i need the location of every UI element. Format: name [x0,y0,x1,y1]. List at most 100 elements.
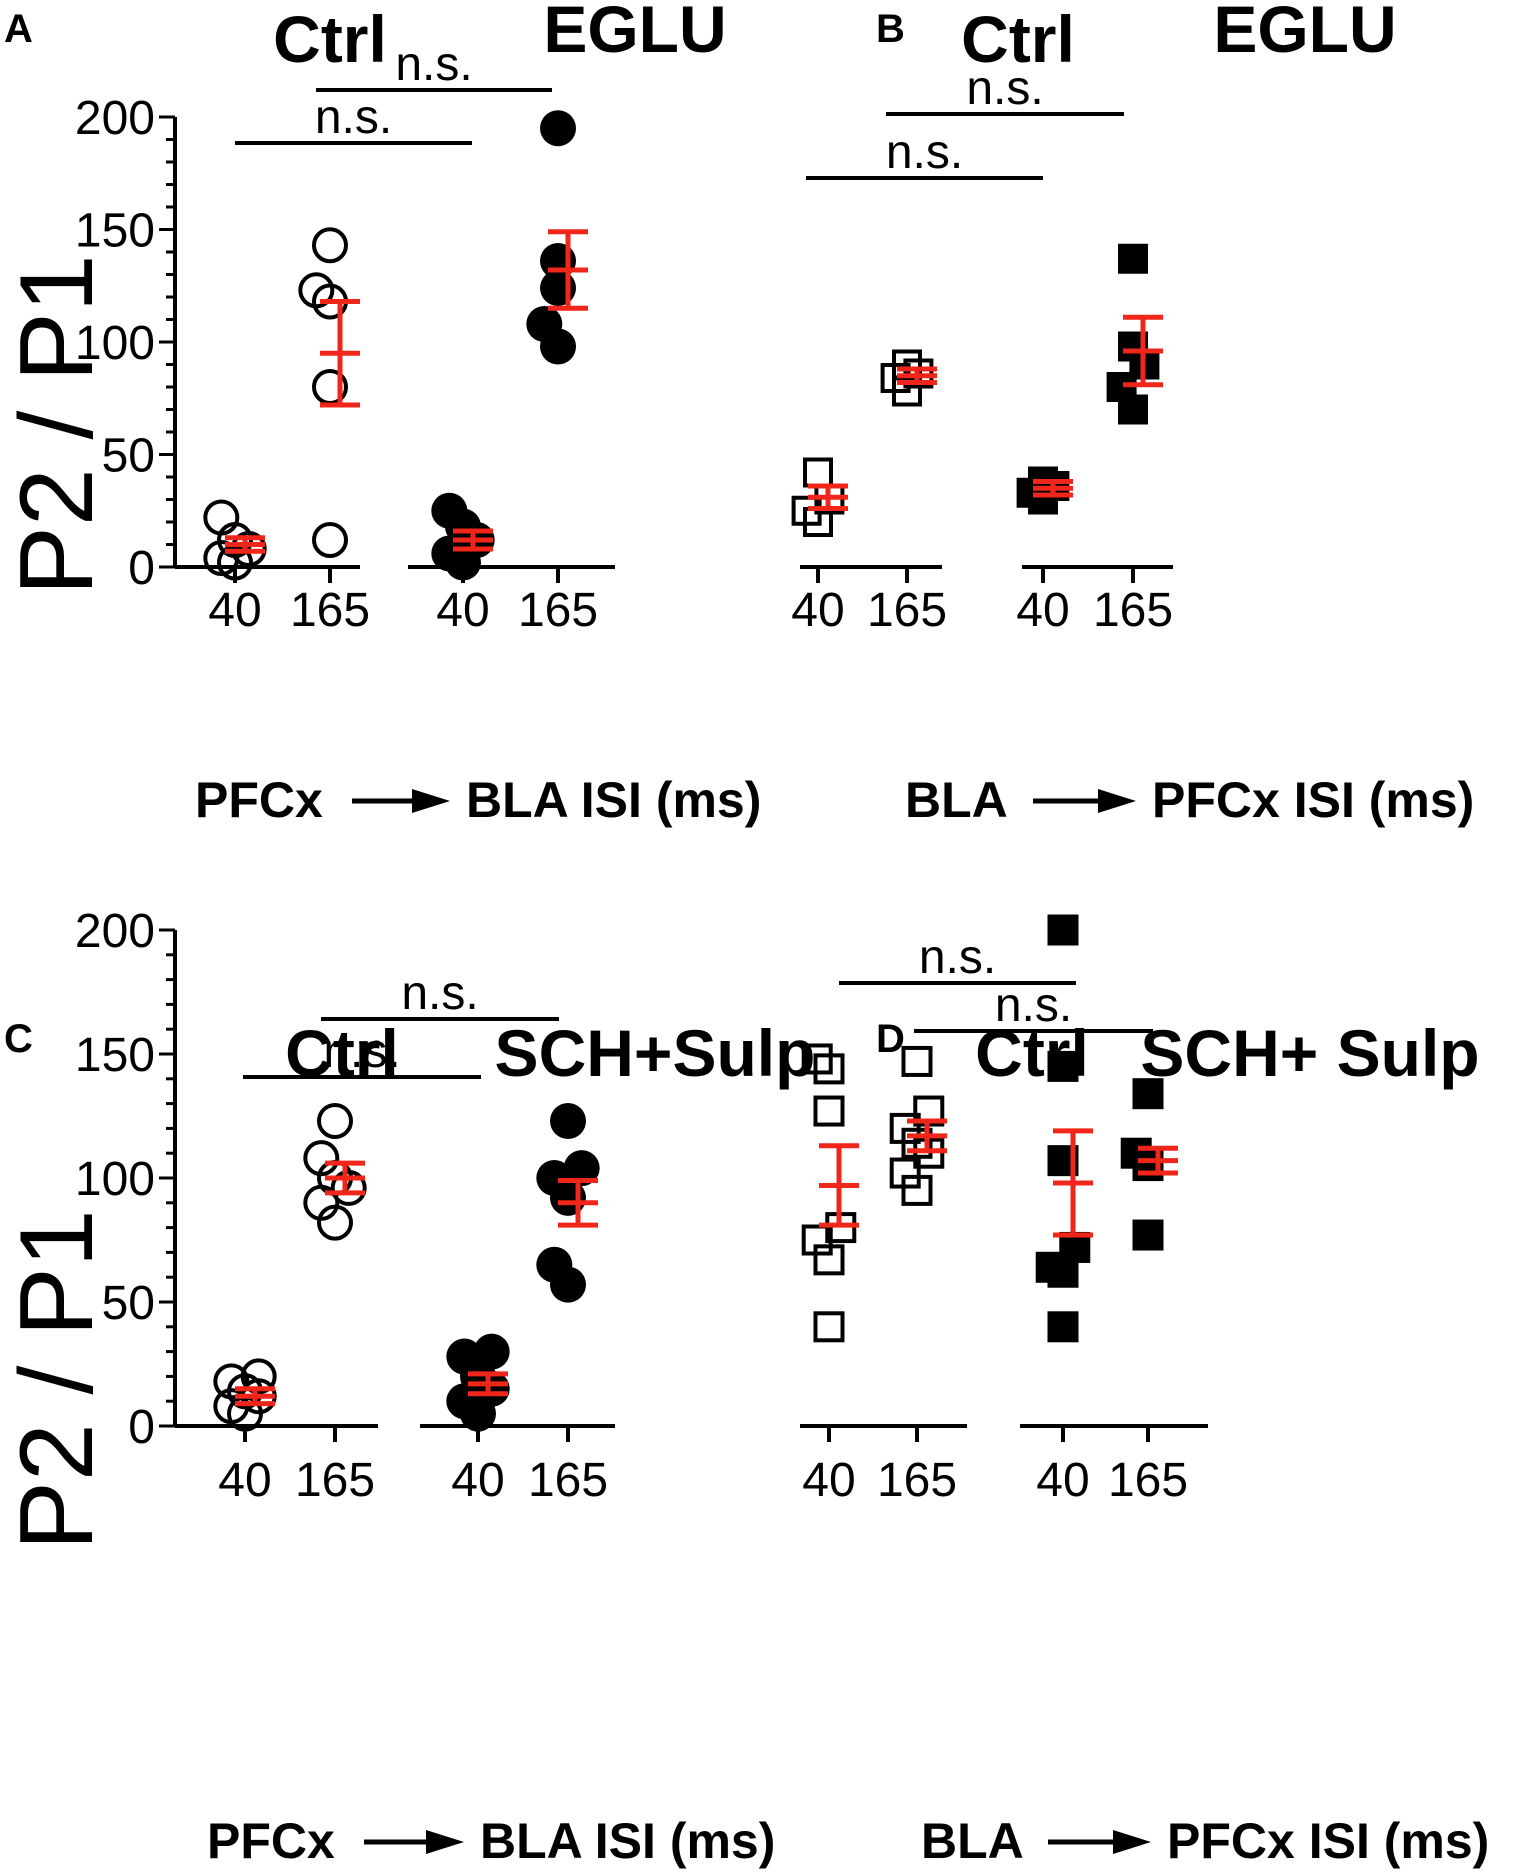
panel-c-y-label: P2 / P1 [0,1209,115,1550]
panel-a-x-tick-label: 40 [436,584,489,637]
panel-a-x-tick-label: 40 [208,584,261,637]
panel-c-data-point [536,1246,573,1283]
panel-c-arrow [364,1830,464,1854]
panel-b-x-tick-label: 40 [1016,584,1069,637]
panel-a-data-point [540,243,576,279]
panel-a-x-title-left: PFCx [195,772,323,828]
panel-d-data-point [1047,914,1079,946]
panel-c-x-tick-label: 40 [451,1454,504,1507]
panel-c-title-sch-sulp: SCH+Sulp [495,1016,816,1090]
panel-c-x-tick-label: 40 [218,1454,271,1507]
panel-b-significance-label: n.s. [886,126,963,179]
panel-a-significance-label: n.s. [395,38,472,91]
panel-a-y-tick-label: 50 [102,430,155,483]
panel-d-data-point [889,1157,921,1189]
panel-d-data-point [1047,1050,1079,1082]
panel-a-x-title-right: BLA ISI (ms) [466,772,761,828]
panel-c-significance-label: n.s. [323,1025,400,1078]
panel-c-data-point [317,1102,353,1139]
panel-letter-d: D [876,1017,905,1061]
panel-a-y-tick-label: 0 [128,542,155,595]
panel-letter-b: B [876,7,905,51]
panel-c-data-point [240,1358,277,1395]
panel-a-data-point [298,272,335,309]
panel-d-x-tick-label: 165 [1108,1454,1188,1507]
panel-a-data-point [526,306,563,342]
panel-d-arrow [1048,1830,1151,1854]
panel-c-data-point [446,1338,483,1375]
panel-d-x-title-left: BLA [921,1813,1024,1869]
panel-b-title-eglu: EGLU [1213,0,1396,66]
panel-b-x-title-left: BLA [905,772,1008,828]
panel-a: A Ctrl EGLU P2 / P1 0 50 100 150 200 40 165 40 1… [0,0,761,828]
panel-d-x-tick-label: 165 [877,1454,957,1507]
panel-a-y-label: P2 / P1 [0,254,115,595]
panel-a-plot: 0 50 100 150 200 40 165 40 165 n.s.n.s. [75,38,615,637]
panel-d-x-tick-label: 40 [1036,1454,1089,1507]
panel-a-data-point [431,492,468,529]
panel-c-data-point [473,1333,510,1370]
panel-d-data-point [1132,1078,1164,1110]
panel-a-data-point [431,535,468,572]
panel-c-data-point [550,1102,586,1139]
panel-c-significance-label: n.s. [401,967,478,1020]
panel-c-data-point [303,1140,340,1177]
panel-c-x-tick-label: 165 [295,1454,375,1507]
panel-c-x-tick-label: 165 [528,1454,608,1507]
panel-c-y-tick-label: 200 [75,905,155,958]
panel-b-title-ctrl: Ctrl [961,2,1075,76]
panel-c-data-point [563,1150,600,1187]
panel-a-title-eglu: EGLU [543,0,726,66]
panel-d-plot: 40 165 40 165 n.s.n.s. [800,914,1208,1507]
panel-d-significance-label: n.s. [995,979,1072,1032]
panel-d-title-sch-sulp: SCH+ Sulp [1140,1016,1479,1090]
panel-a-y-tick-label: 100 [75,317,155,370]
panel-b-x-title-right: PFCx ISI (ms) [1152,772,1474,828]
panel-a-x-tick-label: 165 [290,584,370,637]
panel-d-x-tick-label: 40 [802,1454,855,1507]
panel-b-significance-label: n.s. [966,62,1043,115]
panel-d-data-point [889,1112,921,1144]
panel-letter-c: C [4,1017,33,1061]
panel-c-y-tick-label: 100 [75,1153,155,1206]
panel-b-data-point [1118,243,1148,274]
panel-a-data-point [540,110,576,147]
panel-a-title-ctrl: Ctrl [273,2,387,76]
panel-b-data-point [803,457,833,488]
panel-d-data-point [1132,1219,1164,1251]
panel-b-x-tick-label: 40 [791,584,844,637]
panel-a-x-tick-label: 165 [518,584,598,637]
panel-b-plot: 40 165 40 165 n.s.n.s. [791,62,1173,637]
panel-c-x-title-right: BLA ISI (ms) [480,1813,775,1869]
panel-a-y-tick-label: 200 [75,92,155,145]
panel-a-arrow [352,789,450,813]
panel-d-data-point [901,1045,933,1077]
panel-b: B Ctrl EGLU 40 165 40 165 n.s.n.s. BLA PFCx … [791,0,1474,828]
panel-c-data-point [213,1363,250,1400]
panel-c-y-tick-label: 0 [128,1401,155,1454]
panel-d-data-point [801,1043,833,1075]
panel-c-data-point [536,1160,573,1196]
panel-c-x-title-left: PFCx [207,1813,335,1869]
panel-letter-a: A [4,7,33,51]
panel-b-x-tick-label: 165 [867,584,947,637]
panel-b-x-tick-label: 165 [1093,584,1173,637]
panel-a-data-point [312,227,348,264]
panel-b-arrow [1033,789,1136,813]
panel-c-y-tick-label: 150 [75,1029,155,1082]
panel-d-significance-label: n.s. [919,931,996,984]
panel-d-data-point [813,1311,845,1343]
panel-d-data-point [1120,1137,1152,1169]
panel-a-y-tick-label: 150 [75,205,155,258]
panel-d-data-point [813,1095,845,1127]
panel-d-data-point [1047,1311,1079,1343]
panel-c-plot: 0 50 100 150 200 40 165 40 165 n.s.n.s. [75,905,615,1507]
panel-d-x-title-right: PFCx ISI (ms) [1167,1813,1489,1869]
panel-a-data-point [312,522,348,558]
panel-a-data-point [203,499,240,536]
panel-c-y-tick-label: 50 [102,1277,155,1330]
panel-a-significance-label: n.s. [315,91,392,144]
